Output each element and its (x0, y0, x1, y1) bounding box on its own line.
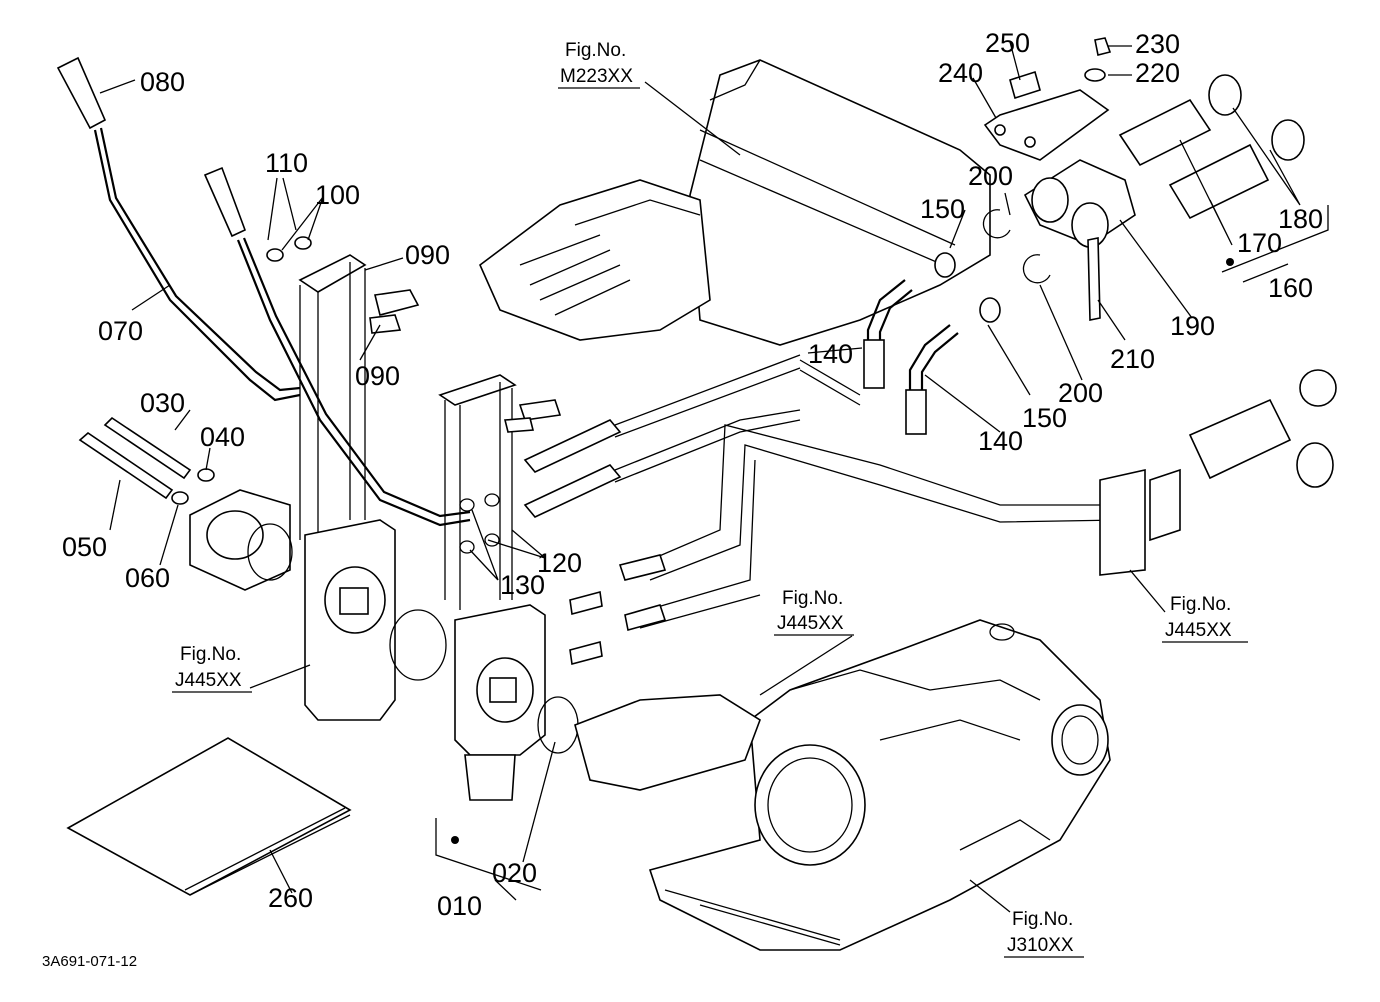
label-200-upper: 200 (968, 161, 1013, 191)
label-190: 190 (1170, 311, 1215, 341)
fig-ref-j445xx-center-caption: Fig.No. (782, 588, 843, 609)
figure-reference-labels: Fig.No. M223XX Fig.No. J445XX Fig.No. J4… (172, 40, 1248, 958)
label-050: 050 (62, 532, 107, 562)
valve-body-2-drawing (454, 493, 579, 801)
label-170: 170 (1237, 228, 1282, 258)
hoses-pipes-drawing (523, 252, 1337, 666)
label-260: 260 (268, 883, 313, 913)
linkage-drawing (266, 236, 562, 610)
label-130: 130 (500, 570, 545, 600)
label-020: 020 (492, 858, 537, 888)
fig-ref-j445xx-left-number: J445XX (175, 670, 242, 691)
drawing-code: 3A691-071-12 (42, 953, 137, 970)
fig-ref-j445xx-left-caption: Fig.No. (180, 644, 241, 665)
valve-body-1-drawing (78, 416, 447, 721)
label-250: 250 (985, 28, 1030, 58)
label-240: 240 (938, 58, 983, 88)
label-150-lower: 150 (1022, 403, 1067, 433)
label-060: 060 (125, 563, 170, 593)
label-200-lower: 200 (1058, 378, 1103, 408)
label-160: 160 (1268, 273, 1313, 303)
label-230: 230 (1135, 29, 1180, 59)
label-180: 180 (1278, 204, 1323, 234)
engine-cover-drawing (479, 59, 991, 346)
manual-drawing (66, 737, 352, 896)
label-140-upper: 140 (808, 339, 853, 369)
label-210: 210 (1110, 344, 1155, 374)
leader-lines (99, 41, 1301, 913)
fig-ref-m223xx-caption: Fig.No. (565, 40, 626, 61)
label-150-upper: 150 (920, 194, 965, 224)
label-100: 100 (315, 180, 360, 210)
part-number-labels: 250 230 220 240 080 110 100 090 090 070 … (62, 28, 1323, 921)
label-090-lower: 090 (355, 361, 400, 391)
label-040: 040 (200, 422, 245, 452)
fig-ref-j310xx-number: J310XX (1007, 935, 1074, 956)
label-090-upper: 090 (405, 240, 450, 270)
group-brackets (435, 205, 1329, 901)
fig-ref-j445xx-right-number: J445XX (1165, 620, 1232, 641)
coupler-block-drawing (982, 37, 1305, 321)
label-120: 120 (537, 548, 582, 578)
fig-ref-j445xx-right-caption: Fig.No. (1170, 594, 1231, 615)
transmission-housing-drawing (574, 619, 1111, 951)
label-010: 010 (437, 891, 482, 921)
label-030: 030 (140, 388, 185, 418)
fig-ref-j310xx-caption: Fig.No. (1012, 909, 1073, 930)
label-080: 080 (140, 67, 185, 97)
fig-ref-j445xx-center-number: J445XX (777, 613, 844, 634)
label-140-lower: 140 (978, 426, 1023, 456)
label-220: 220 (1135, 58, 1180, 88)
label-110: 110 (265, 148, 308, 178)
label-070: 070 (98, 316, 143, 346)
fig-ref-m223xx-number: M223XX (560, 66, 633, 87)
